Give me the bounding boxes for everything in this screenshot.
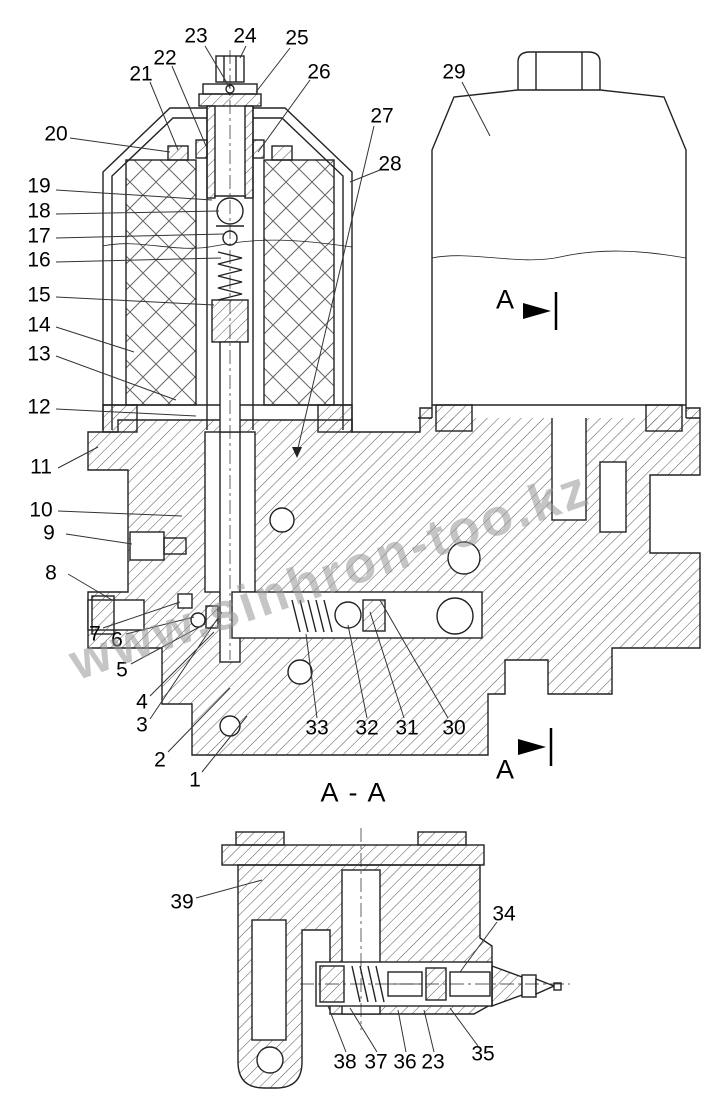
valve-ball xyxy=(334,601,362,629)
callout-10: 10 xyxy=(29,498,53,522)
callout-17: 17 xyxy=(27,224,51,248)
callout-6: 6 xyxy=(111,628,123,652)
main-cross-section-drawing xyxy=(87,50,701,756)
filter-element-right xyxy=(263,159,335,406)
base-casting xyxy=(87,407,701,756)
callout-18: 18 xyxy=(27,199,51,223)
callout-8: 8 xyxy=(45,561,57,585)
filter-housing xyxy=(102,107,207,430)
leader-lines xyxy=(55,45,498,1053)
callout-19: 19 xyxy=(27,174,51,198)
callout-34: 34 xyxy=(492,902,516,926)
callout-25: 25 xyxy=(285,26,309,50)
valve-seat xyxy=(362,599,386,632)
callout-9: 9 xyxy=(43,521,55,545)
callout-30: 30 xyxy=(442,716,466,740)
callout-28: 28 xyxy=(378,152,402,176)
callout-12: 12 xyxy=(27,395,51,419)
callout-39: 39 xyxy=(170,890,194,914)
callout-5: 5 xyxy=(116,658,128,682)
side-bolt xyxy=(129,531,165,561)
callout-35: 35 xyxy=(471,1042,495,1066)
valve-spring xyxy=(291,599,333,633)
callout-2: 2 xyxy=(154,748,166,772)
callout-7: 7 xyxy=(89,622,101,646)
callout-36: 36 xyxy=(393,1050,417,1074)
callout-21: 21 xyxy=(129,62,153,86)
callout-1: 1 xyxy=(189,768,201,792)
callout-13: 13 xyxy=(27,342,51,366)
section-view-drawing xyxy=(221,828,570,1089)
callout-20: 20 xyxy=(44,122,68,146)
callout-23-section: 23 xyxy=(421,1050,445,1074)
callout-27: 27 xyxy=(370,104,394,128)
callout-23-main: 23 xyxy=(184,24,208,48)
section-marker-bottom: A xyxy=(495,754,515,785)
stem-spring xyxy=(217,251,243,301)
callout-15: 15 xyxy=(27,283,51,307)
section-marker-top: A xyxy=(495,284,515,315)
callout-4: 4 xyxy=(136,690,148,714)
callout-31: 31 xyxy=(395,716,419,740)
callout-29: 29 xyxy=(442,60,466,84)
callout-33: 33 xyxy=(305,716,329,740)
callout-16: 16 xyxy=(27,248,51,272)
callout-32: 32 xyxy=(355,716,379,740)
callout-26: 26 xyxy=(307,60,331,84)
section-view-title: A - A xyxy=(320,777,388,808)
reservoir-canister xyxy=(431,51,687,418)
callout-3: 3 xyxy=(136,713,148,737)
section-arrow-bottom-icon xyxy=(518,728,553,766)
callout-14: 14 xyxy=(27,313,51,337)
callout-11: 11 xyxy=(30,455,52,479)
section-arrow-top-icon xyxy=(523,292,558,330)
callout-22: 22 xyxy=(153,46,177,70)
callout-38: 38 xyxy=(333,1050,357,1074)
drain-fitting xyxy=(491,964,523,1008)
callout-24: 24 xyxy=(233,24,257,48)
filter-element-left xyxy=(125,159,197,406)
callout-37: 37 xyxy=(364,1050,388,1074)
